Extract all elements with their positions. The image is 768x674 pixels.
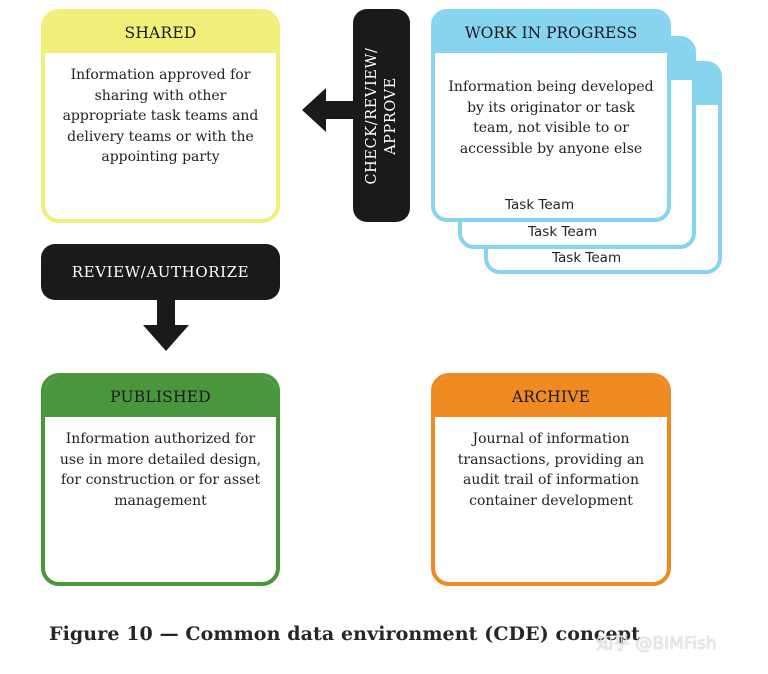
shared-description: Information approved for sharing with ot…	[45, 53, 276, 168]
published-box: PUBLISHED Information authorized for use…	[41, 373, 280, 586]
task-team-label: Task Team	[528, 224, 598, 240]
work-in-progress-description: Information being developed by its origi…	[435, 65, 667, 159]
published-line: use in more detailed design,	[59, 451, 262, 468]
work-in-progress-box: WORK IN PROGRESS Information being devel…	[431, 9, 671, 222]
arrow-left-icon	[302, 88, 354, 132]
archive-box: ARCHIVE Journal of information transacti…	[431, 373, 671, 586]
published-line: for construction or for asset	[60, 472, 261, 488]
shared-line: appropriate task teams and	[62, 108, 259, 124]
work-in-progress-line: team, not visible to or	[473, 120, 629, 136]
shared-title: SHARED	[45, 13, 276, 53]
work-in-progress-line: accessible by anyone else	[459, 140, 643, 157]
watermark: 知乎 @BIMFish	[596, 634, 717, 654]
published-line: management	[114, 492, 207, 509]
archive-description: Journal of information transactions, pro…	[435, 417, 667, 511]
work-in-progress-line: Information being developed	[448, 79, 654, 95]
task-team-label: Task Team	[505, 197, 575, 213]
shared-box: SHARED Information approved for sharing …	[41, 9, 280, 223]
check-review-approve-line: CHECK/REVIEW/	[363, 47, 380, 185]
published-line: Information authorized for	[65, 431, 256, 447]
work-in-progress-title: WORK IN PROGRESS	[435, 13, 667, 53]
task-team-label: Task Team	[552, 250, 622, 266]
published-title: PUBLISHED	[45, 377, 276, 417]
archive-line: transactions, providing an	[457, 451, 645, 468]
archive-line: container development	[469, 492, 633, 509]
work-in-progress-line: by its originator or task	[467, 99, 635, 116]
archive-line: Journal of information	[472, 431, 630, 447]
shared-line: delivery teams or with the	[67, 128, 254, 145]
check-review-approve-label: CHECK/REVIEW/ APPROVE	[363, 9, 401, 222]
shared-line: Information approved for	[70, 67, 251, 83]
arrow-down-icon	[143, 299, 189, 351]
shared-line: sharing with other	[94, 87, 227, 104]
figure-caption: Figure 10 — Common data environment (CDE…	[49, 623, 640, 645]
check-review-approve-transition: CHECK/REVIEW/ APPROVE	[353, 9, 410, 222]
review-authorize-transition: REVIEW/AUTHORIZE	[41, 244, 280, 300]
archive-title: ARCHIVE	[435, 377, 667, 417]
shared-line: appointing party	[101, 149, 220, 165]
check-review-approve-line: APPROVE	[382, 76, 399, 155]
archive-line: audit trail of information	[463, 472, 639, 488]
published-description: Information authorized for use in more d…	[45, 417, 276, 511]
